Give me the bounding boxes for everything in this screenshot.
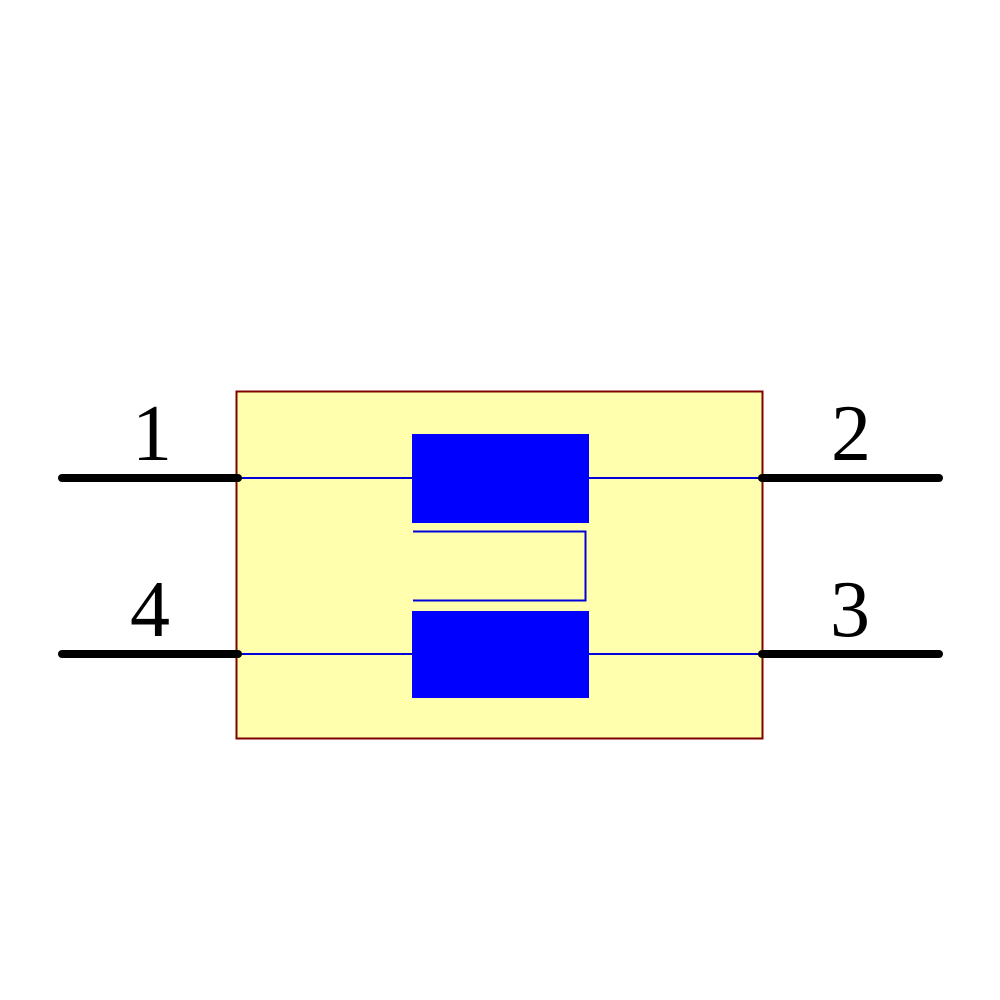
element-middle-outline[interactable] bbox=[413, 530, 587, 602]
pin-2-number: 2 bbox=[831, 390, 871, 478]
pin-1-number: 1 bbox=[132, 390, 172, 478]
element-bottom[interactable] bbox=[412, 611, 589, 698]
pin-4-number: 4 bbox=[130, 566, 170, 654]
pin-3-number: 3 bbox=[830, 566, 870, 654]
element-top[interactable] bbox=[412, 434, 589, 523]
